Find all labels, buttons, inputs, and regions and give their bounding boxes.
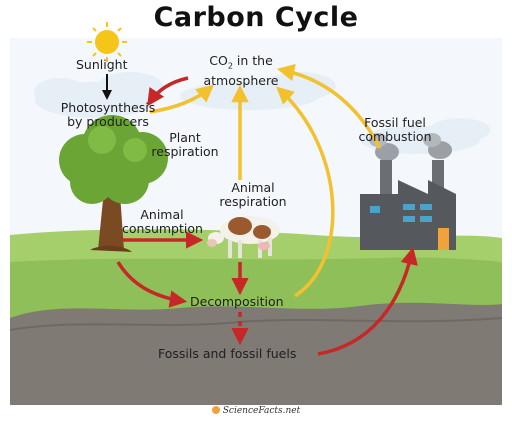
tree-icon (59, 115, 168, 252)
co2-in-the-text: in the (232, 53, 273, 68)
photosynthesis-label: Photosynthesis by producers (58, 101, 158, 129)
fossil-fuel-text: Fossil fuel (364, 115, 426, 130)
combustion-arrow (276, 63, 382, 149)
diagram-title: Carbon Cycle (153, 2, 359, 33)
animal-respiration-text: respiration (219, 194, 287, 209)
sunlight-label: Sunlight (76, 57, 128, 72)
photosynthesis-text: Photosynthesis (60, 100, 156, 115)
plant-respiration-label: Plant respiration (148, 131, 222, 159)
animal-respiration-label: Animal respiration (215, 181, 291, 209)
plant-text: Plant (169, 130, 201, 145)
animal-respiration-word: Animal (231, 180, 275, 195)
plant-respiration-arrow (149, 84, 214, 114)
soil (10, 302, 502, 405)
atmosphere-text: atmosphere (203, 72, 279, 88)
sun-icon (87, 22, 127, 62)
co2-text: CO (209, 53, 228, 68)
by-producers-text: by producers (67, 114, 149, 129)
animal-consumption-word: Animal (140, 207, 184, 222)
fossils-label: Fossils and fossil fuels (158, 346, 297, 361)
logo-icon (211, 406, 220, 414)
animal-consumption-label: Animal consumption (122, 207, 203, 236)
fossil-fuel-combustion-label: Fossil fuel combustion (353, 116, 437, 144)
co2-uptake-arrow (147, 76, 189, 107)
plant-decomposition-arrow (116, 261, 188, 308)
fossil-extraction-arrow (317, 246, 418, 356)
factory-icon (360, 133, 456, 250)
footer-text: ScienceFacts.net (222, 406, 301, 416)
consumption-text: consumption (122, 221, 203, 236)
decomposition-label: Decomposition (190, 294, 284, 309)
footer-credit: ScienceFacts.net (0, 406, 512, 416)
co2-subscript: 2 (227, 61, 233, 71)
cow-icon (207, 216, 280, 258)
decomposition-respiration-arrow (276, 86, 335, 298)
combustion-text: combustion (358, 129, 432, 144)
plant-respiration-text: respiration (151, 144, 219, 159)
co2-atmosphere-label: CO2 in the atmosphere (196, 54, 286, 88)
